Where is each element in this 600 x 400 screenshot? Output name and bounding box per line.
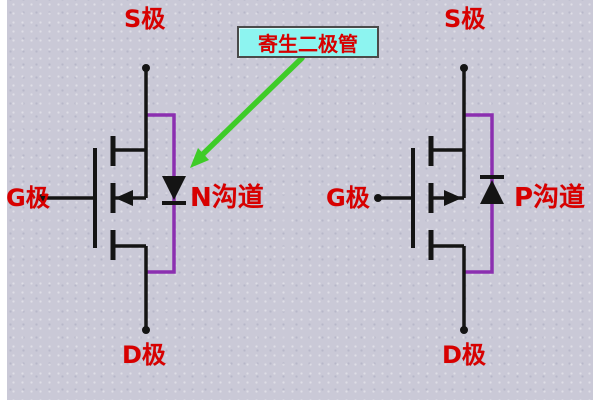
right-bottom-terminal-dot: [460, 326, 468, 334]
left-drain-label: D极: [122, 341, 166, 369]
left-channel-type-label: N沟道: [190, 183, 264, 213]
right-body-diode-icon: [480, 175, 504, 204]
right-mosfet-symbol: [374, 64, 504, 334]
left-parasitic-wire: [146, 113, 176, 274]
right-channel-type-label: P沟道: [514, 183, 586, 213]
left-bottom-terminal-dot: [142, 326, 150, 334]
right-gate-label: G极: [326, 184, 370, 212]
left-body-diode-icon: [162, 176, 186, 205]
right-white-margin: [593, 0, 600, 400]
left-white-margin: [0, 0, 7, 400]
right-drain-label: D极: [442, 341, 486, 369]
right-gate-terminal-dot: [374, 194, 382, 202]
parasitic-diode-callout-text: 寄生二极管: [258, 31, 358, 56]
right-pchannel-arrow-icon: [444, 190, 462, 206]
right-source-label: S极: [444, 5, 486, 33]
left-gate-label: G极: [6, 184, 50, 212]
right-top-terminal-dot: [460, 64, 468, 72]
callout-arrow-icon: [190, 55, 305, 168]
left-source-label: S极: [124, 5, 166, 33]
parasitic-diode-callout: 寄生二极管: [237, 26, 379, 58]
left-mosfet-symbol: [38, 64, 186, 334]
left-gate-terminal-dot: [38, 194, 46, 202]
left-nchannel-arrow-icon: [115, 190, 133, 206]
left-top-terminal-dot: [142, 64, 150, 72]
